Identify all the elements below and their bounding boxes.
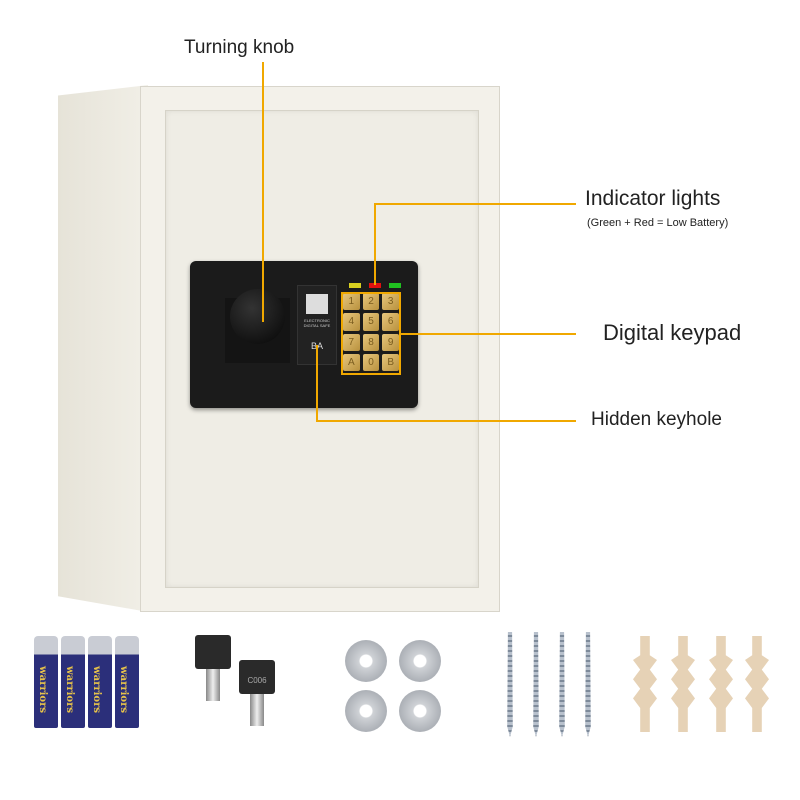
wall-anchor <box>633 636 657 732</box>
key-shaft <box>206 669 220 701</box>
wall-anchor <box>745 636 769 732</box>
washer <box>345 690 387 732</box>
battery-brand: warriors <box>64 666 75 713</box>
led-green <box>389 283 401 288</box>
control-panel: ELECTRONIC DIGITAL SAFE B A 1 2 3 4 5 6 7… <box>190 261 418 408</box>
battery: warriors <box>61 636 85 728</box>
key[interactable]: 7 <box>343 333 360 351</box>
key[interactable]: 9 <box>382 333 399 351</box>
wall-anchor <box>709 636 733 732</box>
keyhole-callout-line-v <box>316 345 318 421</box>
led-red <box>369 283 381 288</box>
label-digital-keypad: Digital keypad <box>603 320 742 345</box>
key[interactable]: 2 <box>362 293 380 311</box>
keypad-highlight-box <box>341 292 401 375</box>
indicator-lights <box>345 281 405 291</box>
wall-anchor <box>671 636 695 732</box>
battery-brand: warriors <box>91 666 102 713</box>
label-hidden-keyhole: Hidden keyhole <box>591 409 722 430</box>
screw <box>585 632 591 737</box>
led-yellow <box>349 283 361 288</box>
key[interactable]: 1 <box>343 293 360 311</box>
battery: warriors <box>88 636 112 728</box>
safe-side <box>58 85 148 612</box>
label-turning-knob: Turning knob <box>184 37 295 58</box>
key-shaft <box>250 694 264 726</box>
indicator-callout-line-h <box>374 203 576 205</box>
keyhole-window <box>306 294 328 314</box>
screw <box>507 632 513 737</box>
battery: warriors <box>115 636 139 728</box>
badge-text: ELECTRONIC DIGITAL SAFE <box>303 318 331 328</box>
key[interactable]: 8 <box>362 333 380 351</box>
key[interactable]: 0 <box>362 353 380 371</box>
washer <box>345 640 387 682</box>
key[interactable]: 5 <box>362 313 380 331</box>
key[interactable]: B <box>382 353 399 371</box>
key[interactable]: 4 <box>343 313 360 331</box>
safe-key-code: C006 <box>239 660 275 694</box>
screw <box>533 632 539 737</box>
key[interactable]: 3 <box>382 293 399 311</box>
battery-brand: warriors <box>37 666 48 713</box>
indicator-callout-line-v <box>374 203 376 285</box>
washer <box>399 640 441 682</box>
safe-key <box>195 635 231 669</box>
keypad-callout-line <box>401 333 576 335</box>
digital-keypad: 1 2 3 4 5 6 7 8 9 A 0 B <box>343 293 399 371</box>
screw <box>559 632 565 737</box>
label-indicator-lights: Indicator lights <box>585 187 721 210</box>
battery-brand: warriors <box>118 666 129 713</box>
washer <box>399 690 441 732</box>
turning-knob[interactable] <box>230 289 285 344</box>
key[interactable]: A <box>343 353 360 371</box>
key[interactable]: 6 <box>382 313 399 331</box>
label-indicator-note: (Green + Red = Low Battery) <box>587 217 729 229</box>
knob-callout-line <box>262 62 264 322</box>
keyhole-callout-line-h <box>316 420 576 422</box>
battery: warriors <box>34 636 58 728</box>
